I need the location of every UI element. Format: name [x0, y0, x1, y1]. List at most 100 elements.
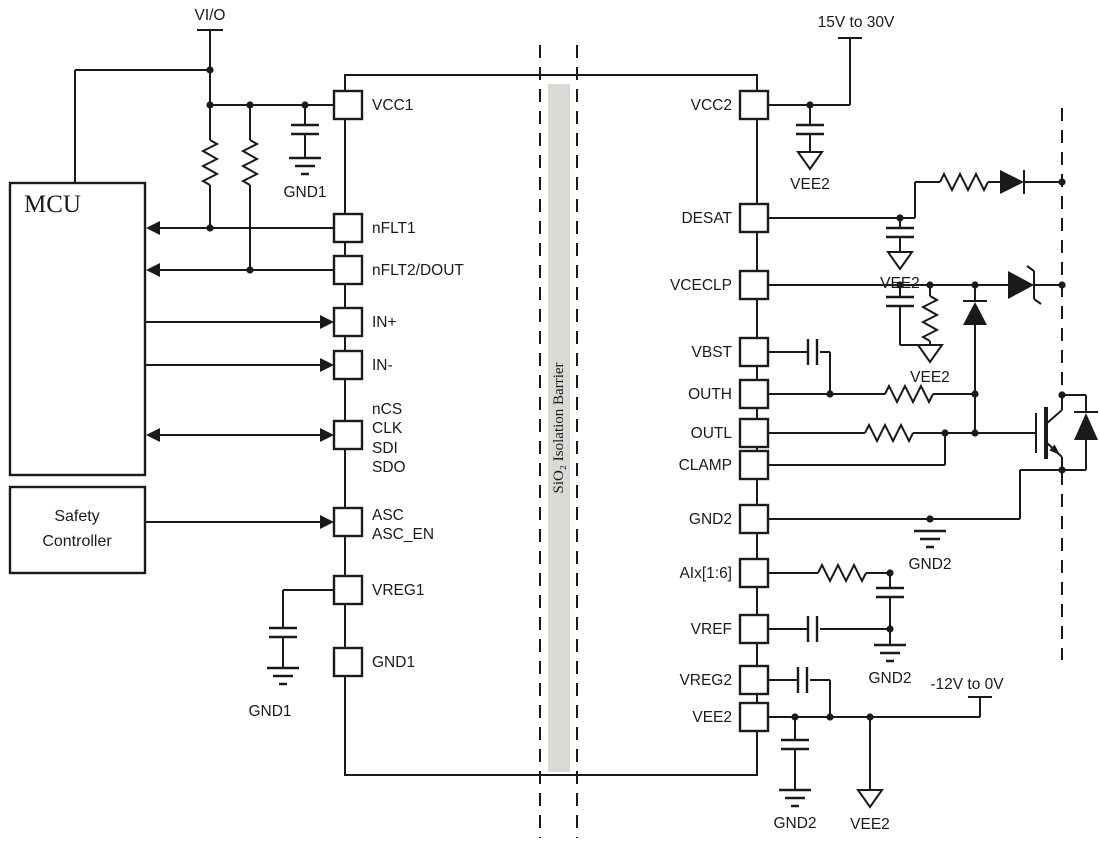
net-in-plus: [145, 315, 334, 329]
pin-vcc1: [332, 89, 364, 121]
pin-nflt2-dout: [332, 254, 364, 286]
junction-dot: [926, 515, 934, 523]
safety-controller-label-line2: Controller: [42, 533, 112, 550]
pin-label-vcc2: VCC2: [691, 97, 732, 114]
net-vreg1: GND1: [248, 589, 334, 720]
pin-outl: [738, 417, 770, 449]
pin-label-vref: VREF: [691, 621, 732, 638]
pin-label-nflt1: nFLT1: [372, 220, 416, 237]
gnd2-bottom-label: GND2: [773, 815, 816, 832]
igbt-emitter-arrow: [1049, 444, 1060, 455]
power-switch: [1035, 108, 1098, 660]
zener-bar-vceclp: [1026, 265, 1062, 305]
junction-dot: [1058, 391, 1066, 399]
pin-label-vceclp: VCECLP: [670, 277, 732, 294]
pin-asc: [332, 506, 364, 538]
ground-icon-gnd1-top: [287, 156, 323, 176]
pin-clamp: [738, 449, 770, 481]
pin-vee2: [738, 701, 770, 733]
vee2-icon-bottom: [857, 789, 883, 808]
pin-aix: [738, 557, 770, 589]
net-vcc2: 15V to 30V VEE2: [768, 14, 895, 193]
resistor-icon-outh: [884, 385, 934, 403]
pin-in-plus: [332, 306, 364, 338]
net-aix: [768, 564, 906, 629]
capacitor-icon-vcc1: [289, 123, 321, 136]
arrow-right-icon: [320, 428, 334, 442]
pin-label-asc: ASC: [372, 507, 404, 524]
arrow-left-icon: [146, 428, 160, 442]
net-spi: [146, 428, 334, 442]
pin-label-asc-en: ASC_EN: [372, 526, 434, 543]
isolation-barrier-label: SiO₂ Isolation Barrier: [551, 362, 567, 493]
mcu-label: MCU: [24, 191, 81, 218]
vee2-icon-vcc2: [797, 151, 823, 170]
ground-icon-gnd2-mid: [912, 529, 948, 549]
capacitor-icon-desat: [884, 226, 916, 239]
junction-dot: [246, 266, 254, 274]
freewheel-diode-triangle: [1074, 413, 1098, 440]
freewheel-diode-icon: [1062, 394, 1098, 471]
right-pins: VCC2 DESAT VCECLP VBST OUTH OUTL CLAMP G…: [670, 89, 770, 733]
diode-icon-vceclp-up: [963, 302, 987, 325]
pin-label-ncs: nCS: [372, 401, 402, 418]
pin-vreg1: [332, 574, 364, 606]
pin-label-sdo: SDO: [372, 459, 406, 476]
pin-gnd2: [738, 503, 770, 535]
pin-label-vreg1: VREG1: [372, 582, 425, 599]
pin-vbst: [738, 336, 770, 368]
pin-label-vreg2: VREG2: [679, 672, 732, 689]
capacitor-icon-vceclp: [884, 295, 916, 308]
clamp-wire: [768, 433, 946, 466]
capacitor-icon-vreg1: [267, 626, 299, 639]
capacitor-icon-aix: [874, 586, 906, 599]
net-vio: VI/O: [74, 7, 226, 183]
pin-label-in-minus: IN-: [372, 357, 393, 374]
outh-wire: [768, 393, 976, 433]
igbt-icon: [1035, 392, 1063, 472]
net-vreg2: [768, 665, 831, 717]
pin-label-vee2: VEE2: [692, 709, 732, 726]
net-desat: VEE2: [768, 170, 1066, 292]
vio-wire: [74, 30, 211, 183]
vcc2-wire: [768, 38, 851, 106]
capacitor-icon-vref: [806, 614, 819, 644]
pos-rail-label: 15V to 30V: [818, 14, 895, 31]
freewheel-diode-leads: [1062, 394, 1087, 471]
net-vcc1: GND1: [202, 101, 334, 270]
resistor-icon-outl: [864, 424, 914, 442]
pin-vcc2: [738, 89, 770, 121]
capacitor-icon-vreg2: [796, 665, 809, 695]
pin-nflt1: [332, 212, 364, 244]
ground-icon-gnd2-vref: [872, 643, 908, 663]
vee2-wire: [768, 697, 981, 718]
pin-label-vcc1: VCC1: [372, 97, 413, 114]
vee2-icon-vceclp: [917, 344, 943, 363]
vee2-label-vceclp: VEE2: [910, 369, 950, 386]
pin-label-aix: AIx[1:6]: [679, 565, 732, 582]
resistor-icon-pullup2: [242, 139, 258, 186]
pin-label-vbst: VBST: [692, 344, 733, 361]
vee2-bottom-label: VEE2: [850, 816, 890, 833]
net-outh: [768, 385, 979, 433]
junction-dot: [1058, 466, 1066, 474]
pin-label-outl: OUTL: [691, 425, 733, 442]
left-pins: VCC1 nFLT1 nFLT2/DOUT IN+ IN- nCS CLK SD…: [332, 89, 464, 678]
gnd2-mid-label: GND2: [908, 556, 951, 573]
vreg1-wire: [282, 589, 334, 668]
junction-dot: [971, 429, 979, 437]
vref-wire: [768, 628, 891, 645]
resistor-icon-vceclp: [922, 295, 938, 342]
gnd1-bottom-label: GND1: [248, 703, 291, 720]
pin-in-minus: [332, 349, 364, 381]
pin-label-gnd2: GND2: [689, 511, 732, 528]
vreg2-wire: [768, 679, 831, 717]
pin-spi: [332, 419, 364, 451]
pin-vref: [738, 613, 770, 645]
net-clamp: [768, 433, 946, 466]
net-vceclp: VEE2: [768, 265, 1066, 394]
vio-label: VI/O: [194, 7, 225, 24]
pin-desat: [738, 202, 770, 234]
net-nflt2: [146, 263, 334, 277]
